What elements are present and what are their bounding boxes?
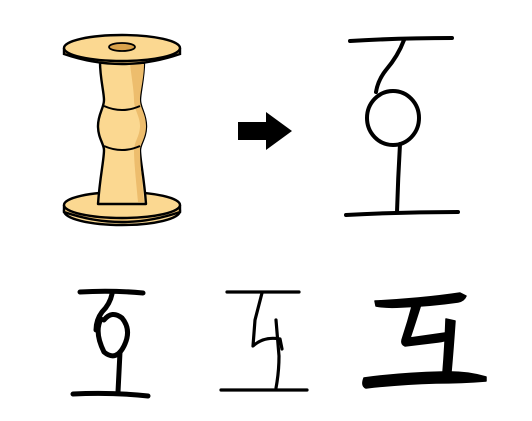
bronze-style-glyph [219, 290, 309, 392]
modern-regular-script-glyph [362, 292, 487, 389]
spool-icon [62, 33, 182, 227]
pictograph-loop-glyph [344, 36, 460, 217]
early-script-loop-glyph [70, 288, 151, 399]
right-arrow-icon [238, 112, 292, 150]
